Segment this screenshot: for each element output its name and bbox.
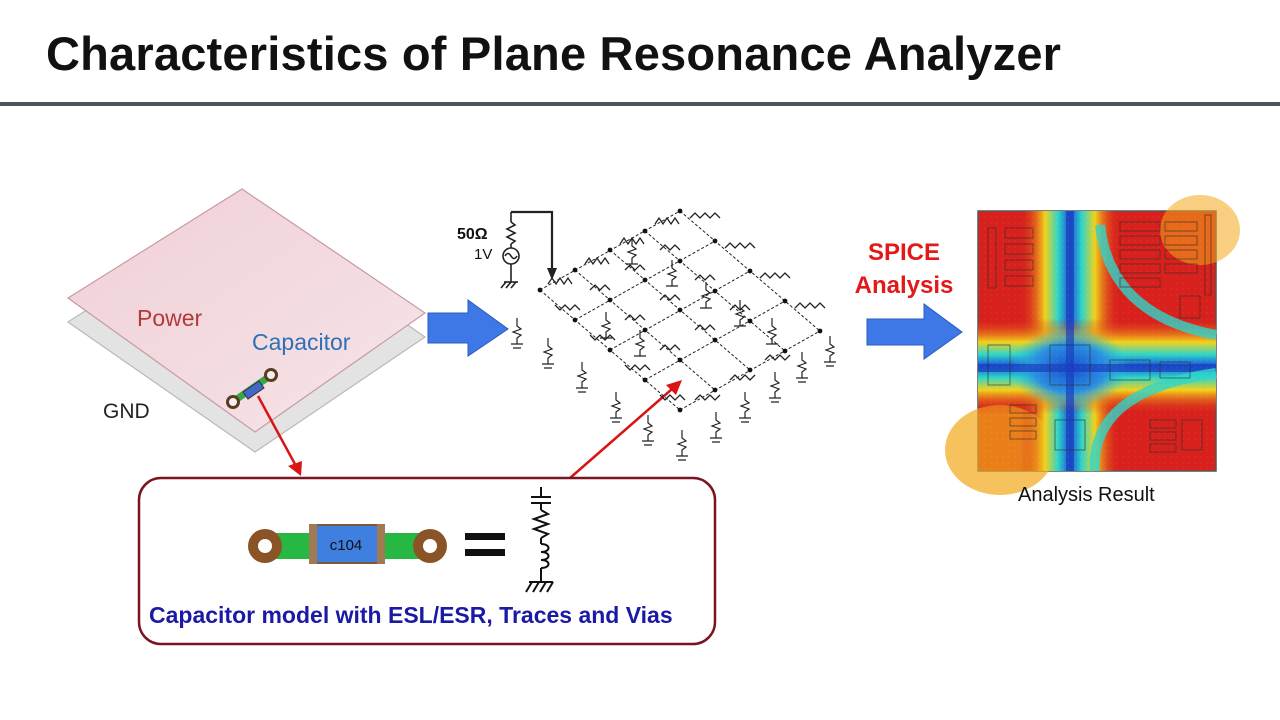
power-plane [66, 188, 427, 433]
spice-mesh-circuit [500, 208, 836, 461]
mesh-resistors [547, 212, 826, 401]
capacitor-model-callout [137, 476, 717, 646]
connector-arrow-capacitor-to-model [256, 395, 302, 476]
title-underline [0, 102, 1280, 106]
flow-arrow-mesh-to-result [866, 303, 963, 360]
capacitor-footprint [248, 524, 447, 564]
esl-esr-equivalent-symbol [525, 487, 554, 593]
source-impedance-label: 50Ω [457, 226, 488, 243]
flow-arrow-plane-to-mesh [427, 299, 509, 357]
power-plane-label: Power [137, 305, 203, 331]
page-title: Characteristics of Plane Resonance Analy… [46, 27, 1062, 80]
voltage-source-symbol [500, 210, 557, 289]
capacitor-part-marking: c104 [329, 537, 363, 554]
mesh-nodes [537, 208, 823, 413]
capacitor-on-plane [226, 368, 278, 409]
capacitor-label: Capacitor [252, 329, 351, 355]
analysis-result-heatmap [945, 195, 1240, 495]
capacitor-model-caption: Capacitor model with ESL/ESR, Traces and… [149, 602, 673, 628]
mesh-capacitor-branches [511, 238, 836, 461]
spice-analysis-label: SPICE Analysis [854, 239, 954, 299]
equals-sign [465, 533, 505, 556]
analysis-result-label: Analysis Result [1018, 484, 1155, 506]
gnd-plane-label: GND [103, 400, 150, 423]
source-voltage-label: 1V [474, 246, 493, 263]
connector-arrow-model-to-mesh [569, 380, 682, 479]
